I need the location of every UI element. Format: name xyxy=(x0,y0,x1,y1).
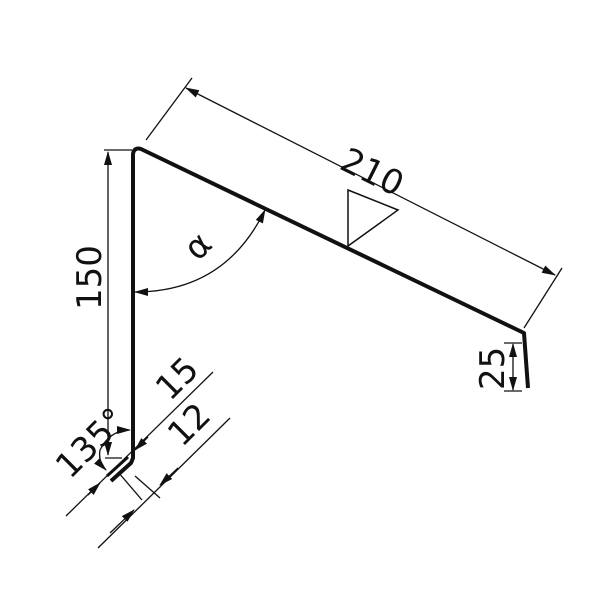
dimension-25: 25 xyxy=(473,342,522,392)
dimension-150: 150 xyxy=(70,149,132,456)
dimension-label-150: 150 xyxy=(70,245,110,310)
dimension-label-25: 25 xyxy=(473,347,513,390)
sheet-profile xyxy=(109,146,530,483)
dimension-label-12: 12 xyxy=(160,395,219,454)
angle-alpha: α xyxy=(134,209,266,296)
dimension-label-15: 15 xyxy=(148,349,207,408)
dimension-210: 210 xyxy=(145,77,563,329)
angle-label-alpha: α xyxy=(176,224,220,268)
triangle-symbol xyxy=(347,188,400,248)
